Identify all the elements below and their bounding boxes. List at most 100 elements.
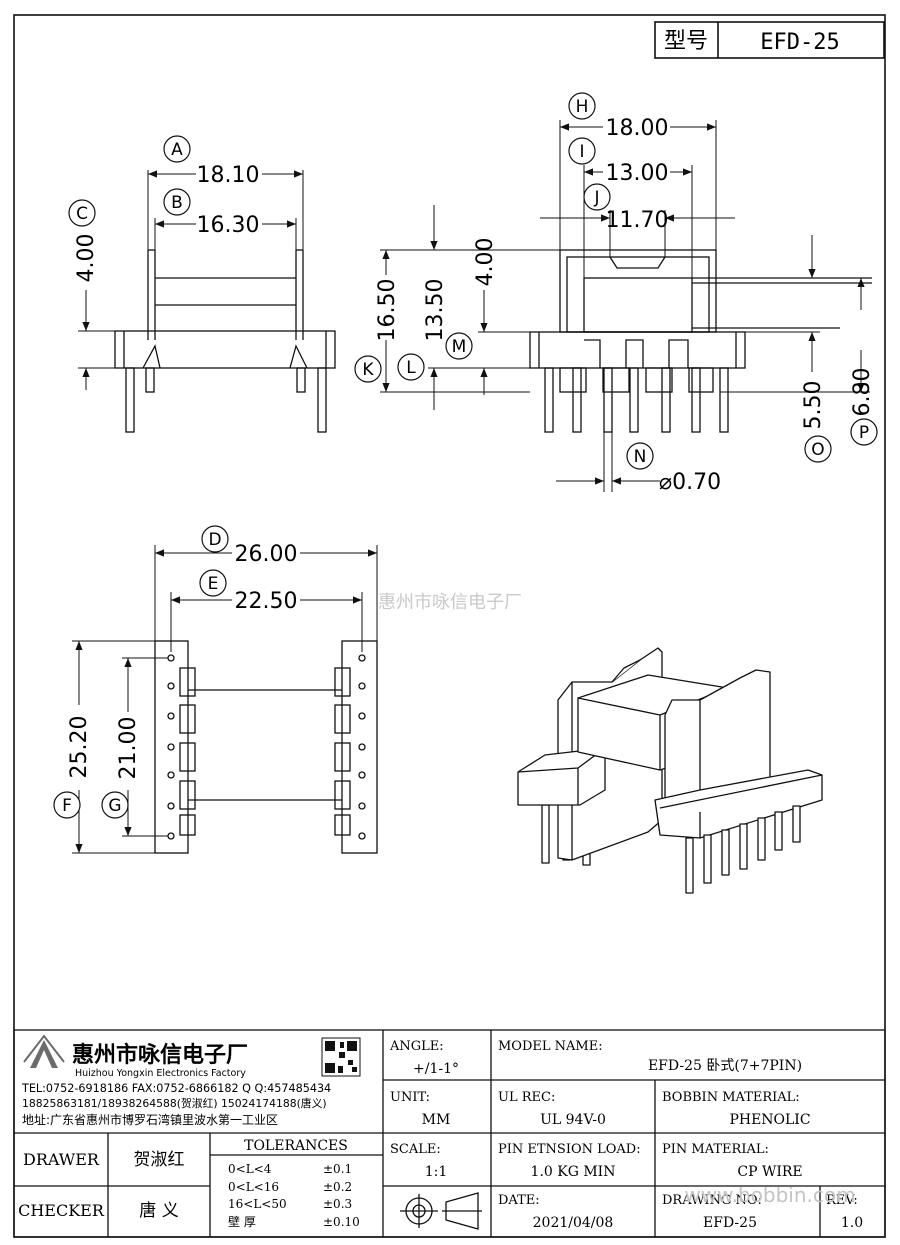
dim-I: 13.00	[606, 161, 669, 186]
dim-K: 16.50	[375, 279, 400, 342]
bobbin-value: PHENOLIC	[729, 1112, 810, 1128]
svg-text:A: A	[171, 140, 183, 160]
dim-G: 21.00	[116, 717, 141, 780]
date-value: 2021/04/08	[533, 1215, 614, 1231]
type-label: 型号	[664, 29, 708, 54]
checker-value: 唐 义	[139, 1200, 178, 1221]
marker-L: L	[397, 353, 425, 381]
front-view	[78, 170, 336, 433]
marker-O: O	[804, 435, 832, 463]
header-box: 型号 EFD-25	[654, 21, 885, 59]
drawing-value: EFD-25	[703, 1215, 757, 1231]
dim-L: 13.50	[423, 279, 448, 342]
type-value: EFD-25	[760, 30, 839, 55]
marker-E: E	[199, 569, 227, 597]
tol-value-3: ±0.3	[323, 1197, 352, 1211]
marker-H: H	[568, 92, 596, 120]
pinload-label: PIN ETNSION LOAD:	[498, 1142, 641, 1157]
rev-label: REV:	[826, 1193, 858, 1208]
dim-M: 4.00	[473, 238, 498, 287]
svg-text:J: J	[593, 188, 599, 208]
tol-range-2: 0<L<16	[228, 1180, 279, 1194]
company-name-cn: 惠州市咏信电子厂	[72, 1042, 248, 1068]
date-label: DATE:	[498, 1193, 540, 1208]
svg-text:O: O	[811, 440, 824, 460]
svg-text:N: N	[634, 447, 647, 467]
marker-N: N	[626, 442, 654, 470]
side-dims	[382, 123, 870, 485]
tolerances-label: TOLERANCES	[244, 1138, 348, 1154]
tol-value-4: ±0.10	[323, 1215, 360, 1229]
svg-text:H: H	[576, 97, 589, 117]
svg-text:B: B	[171, 193, 183, 213]
bobbin-label: BOBBIN MATERIAL:	[662, 1090, 800, 1105]
svg-text:E: E	[208, 574, 219, 594]
tol-value-2: ±0.2	[323, 1180, 352, 1194]
marker-P: P	[850, 418, 878, 446]
svg-text:L: L	[406, 358, 416, 378]
model-label: MODEL NAME:	[498, 1039, 603, 1054]
tol-range-4: 壁 厚	[228, 1214, 256, 1229]
drawing-label: DRAWING NO:	[662, 1193, 762, 1208]
dim-H: 18.00	[606, 116, 669, 141]
dim-A: 18.10	[197, 163, 260, 188]
marker-D: D	[201, 525, 229, 553]
company-tel: TEL:0752-6918186 FAX:0752-6866182 Q Q:45…	[21, 1082, 331, 1095]
scale-value: 1:1	[425, 1164, 448, 1180]
title-block	[13, 1029, 886, 1238]
angle-value: +/1-1°	[413, 1061, 459, 1077]
tol-value-1: ±0.1	[323, 1162, 352, 1176]
marker-G: G	[101, 791, 129, 819]
svg-text:C: C	[76, 204, 88, 224]
marker-F: F	[53, 791, 81, 819]
angle-label: ANGLE:	[389, 1039, 444, 1054]
unit-label: UNIT:	[390, 1090, 430, 1105]
tol-range-3: 16<L<50	[228, 1197, 287, 1211]
dim-J: 11.70	[606, 208, 669, 233]
company-logo-icon	[23, 1034, 65, 1068]
tol-range-1: 0<L<4	[228, 1162, 272, 1176]
drawer-label: DRAWER	[23, 1150, 100, 1169]
qr-code-icon	[321, 1037, 361, 1077]
pinmat-value: CP WIRE	[737, 1164, 802, 1180]
dim-N: ⌀0.70	[659, 470, 721, 495]
dim-O: 5.50	[801, 381, 826, 430]
marker-C: C	[68, 199, 96, 227]
watermark: 惠州市咏信电子厂	[378, 592, 522, 613]
svg-text:F: F	[62, 796, 72, 816]
svg-text:I: I	[579, 142, 584, 162]
dim-E: 22.50	[235, 589, 298, 614]
marker-A: A	[163, 135, 191, 163]
pinload-value: 1.0 KG MIN	[531, 1164, 616, 1180]
rev-value: 1.0	[841, 1215, 863, 1231]
marker-J: J	[583, 183, 611, 211]
front-dims	[82, 170, 303, 390]
side-view	[380, 120, 872, 492]
svg-text:M: M	[452, 337, 467, 357]
svg-text:P: P	[859, 423, 869, 443]
marker-M: M	[445, 332, 473, 360]
dim-D: 26.00	[235, 542, 298, 567]
marker-I: I	[568, 137, 596, 165]
company-phones: 18825863181/18938264588(贺淑红) 15024174188…	[22, 1096, 327, 1110]
svg-text:K: K	[362, 360, 374, 380]
dim-B: 16.30	[197, 213, 260, 238]
bottom-view	[72, 545, 378, 854]
checker-label: CHECKER	[18, 1201, 105, 1220]
ulrec-label: UL REC:	[498, 1090, 555, 1105]
dim-P: 6.80	[850, 368, 875, 417]
dim-F: 25.20	[67, 716, 92, 779]
company-name-en: Huizhou Yongxin Electronics Factory	[75, 1068, 246, 1079]
drawer-value: 贺淑红	[134, 1150, 185, 1170]
svg-text:G: G	[108, 796, 121, 816]
pinmat-label: PIN MATERIAL:	[662, 1142, 769, 1157]
marker-K: K	[354, 355, 382, 383]
company-address: 地址:广东省惠州市博罗石湾镇里波水第一工业区	[22, 1112, 278, 1127]
svg-text:D: D	[208, 530, 221, 550]
dim-C: 4.00	[74, 234, 99, 283]
unit-value: MM	[422, 1112, 451, 1128]
site-watermark: www.bobbin.com	[684, 1183, 855, 1207]
isometric-view	[517, 647, 823, 894]
bottom-dims	[75, 549, 377, 853]
